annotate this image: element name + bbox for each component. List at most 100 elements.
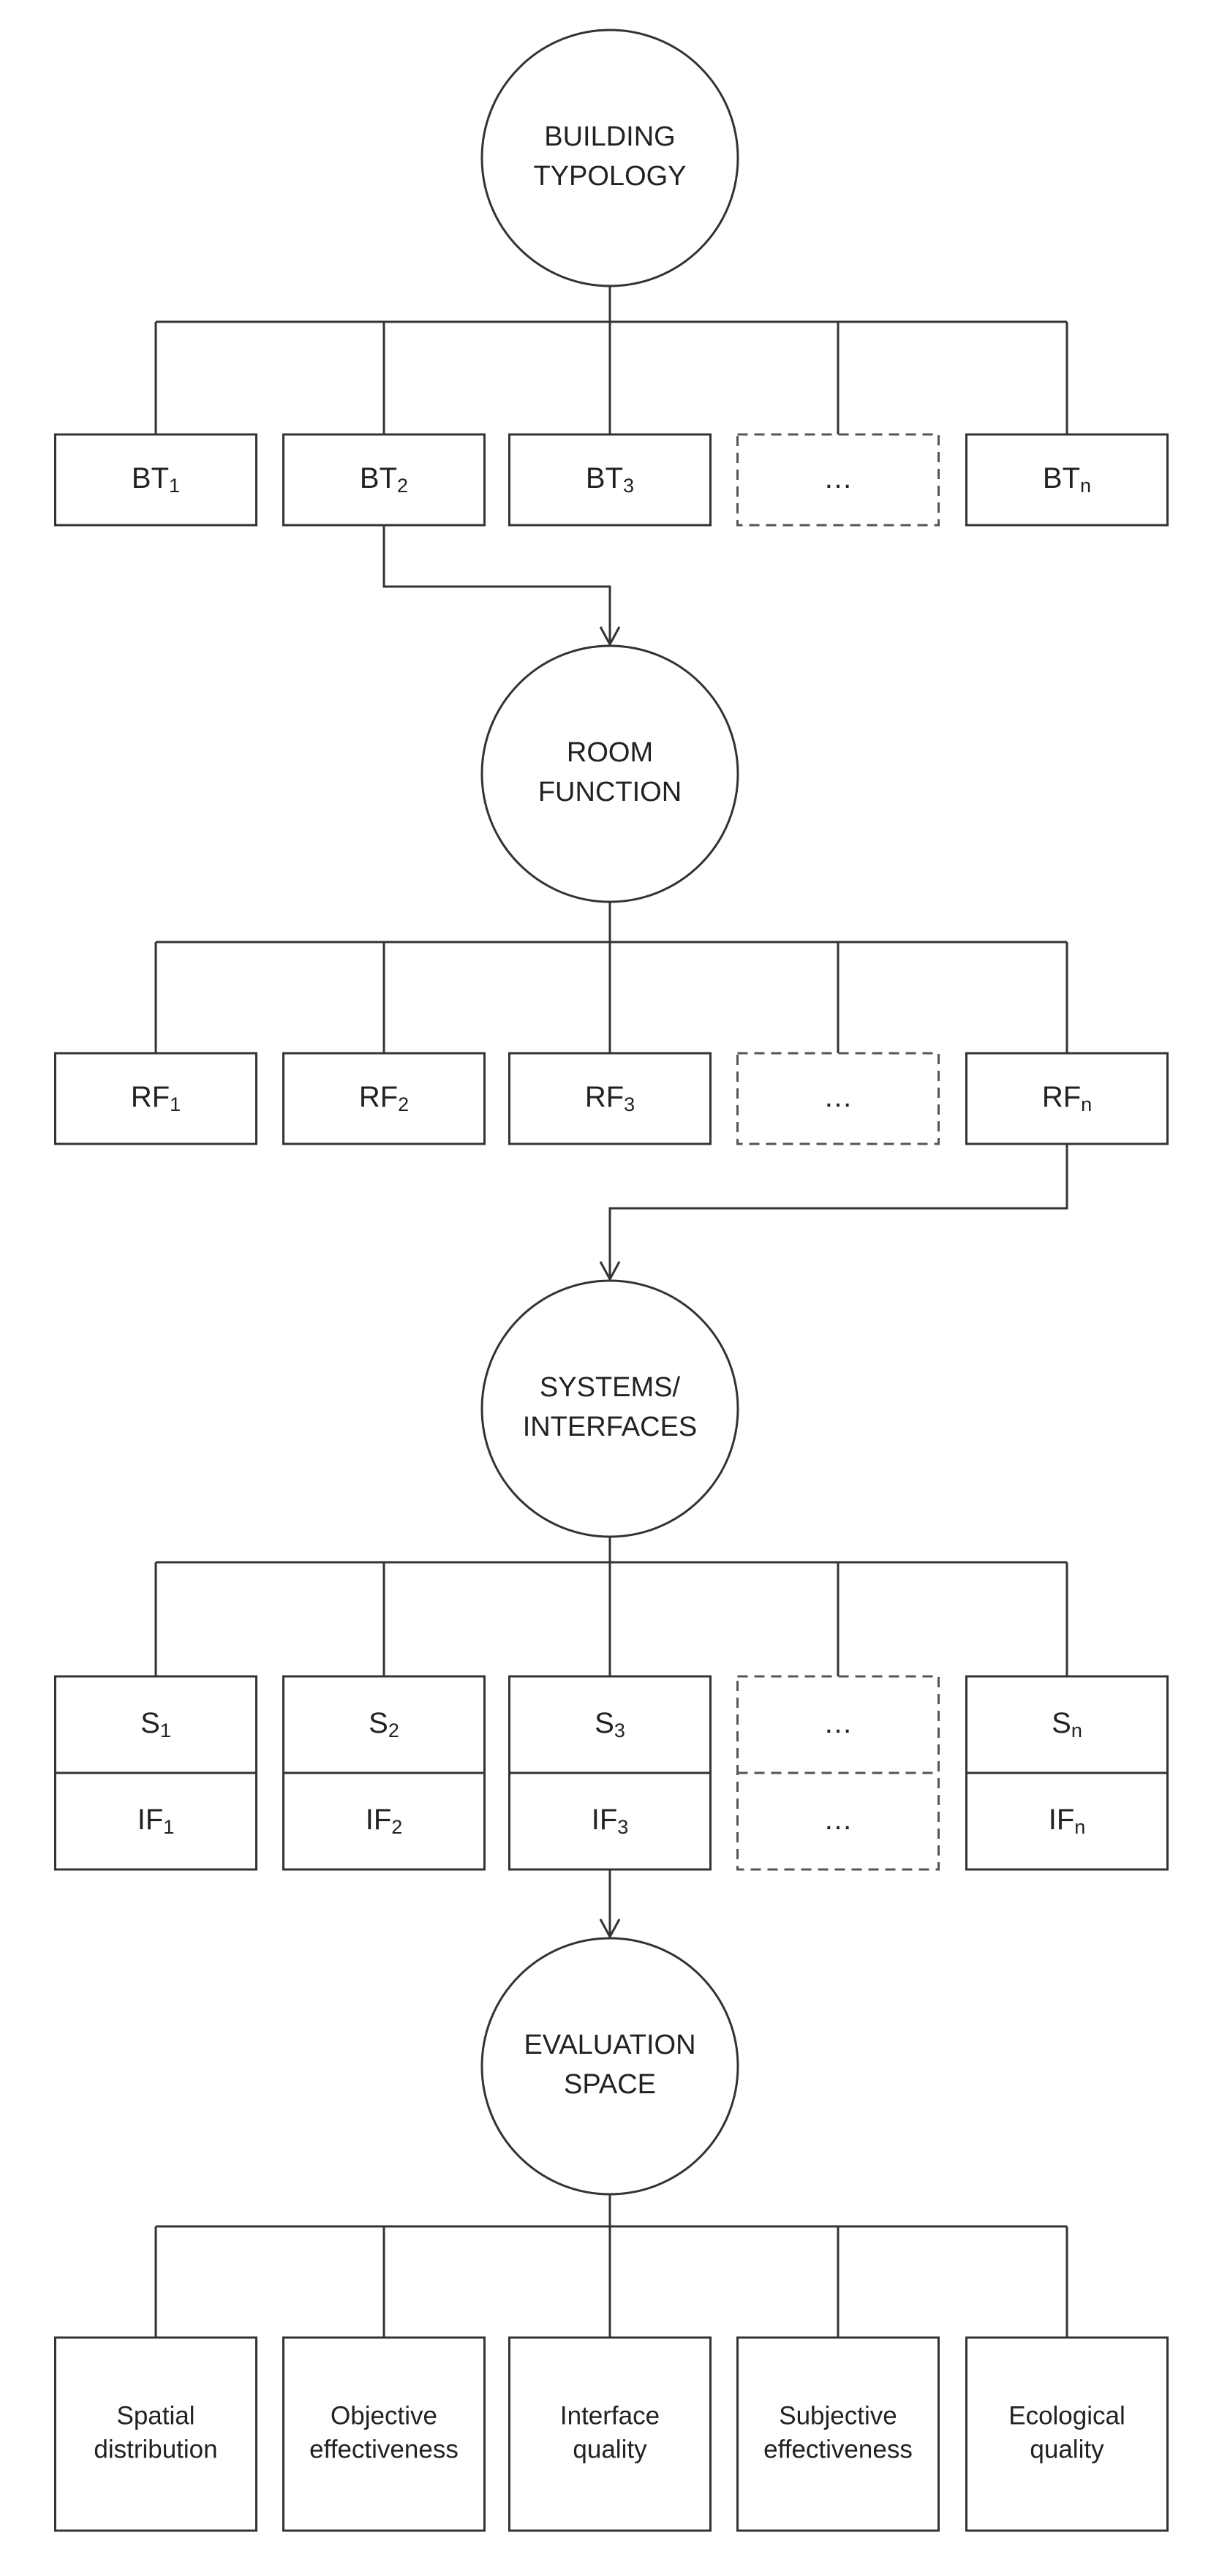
item-label: BTn xyxy=(1043,462,1091,497)
evaluation-label-line: Objective xyxy=(331,2401,437,2430)
interface-label: IF2 xyxy=(366,1804,403,1839)
arrowhead-icon xyxy=(599,626,621,647)
item-label: … xyxy=(823,1081,853,1113)
interface-label-subscript: n xyxy=(1074,1816,1085,1838)
circle-label-line: BUILDING xyxy=(544,121,675,152)
circle-label-line: EVALUATION xyxy=(524,2030,695,2060)
circle-label-line: INTERFACES xyxy=(523,1412,698,1442)
circle-label-line: SYSTEMS/ xyxy=(540,1372,681,1403)
item-label: RF1 xyxy=(131,1081,181,1116)
item-box xyxy=(508,433,712,527)
item-box xyxy=(54,433,257,527)
item-label: RFn xyxy=(1042,1081,1092,1116)
arrowhead-icon xyxy=(599,1918,621,1940)
arrowhead-icon xyxy=(599,1261,621,1282)
system-label-subscript: 1 xyxy=(160,1720,171,1741)
circle-label-line: ROOM xyxy=(567,737,653,768)
interface-label-base: IF xyxy=(366,1804,392,1836)
flow-arrow-line xyxy=(382,525,611,644)
system-label-base: S xyxy=(1052,1707,1071,1739)
item-label-subscript: 3 xyxy=(623,475,634,497)
evaluation-label-line: quality xyxy=(573,2435,647,2463)
flow-arrow-line xyxy=(608,1144,1068,1279)
item-label-base: RF xyxy=(585,1081,624,1113)
evaluation-label-line: effectiveness xyxy=(763,2435,913,2463)
interface-label: IF1 xyxy=(137,1804,175,1839)
system-label: Sn xyxy=(1052,1707,1082,1742)
item-label-base: … xyxy=(823,462,853,494)
system-label-subscript: n xyxy=(1071,1720,1082,1741)
system-label-base: … xyxy=(823,1707,853,1739)
evaluation-label-line: distribution xyxy=(94,2435,217,2463)
circle-label-line: FUNCTION xyxy=(538,777,682,807)
interface-label-subscript: 3 xyxy=(617,1816,628,1838)
item-label-base: BT xyxy=(360,462,397,494)
circle-label-line: TYPOLOGY xyxy=(533,161,686,192)
interface-label-base: IF xyxy=(1049,1804,1075,1836)
item-label-base: … xyxy=(823,1081,853,1113)
category-circle xyxy=(480,644,739,903)
item-label: BT3 xyxy=(586,462,634,497)
item-label-base: BT xyxy=(132,462,169,494)
item-label-base: BT xyxy=(1043,462,1080,494)
item-box xyxy=(282,1052,486,1145)
item-label-subscript: 1 xyxy=(170,1093,181,1115)
item-box xyxy=(508,2336,712,2532)
item-label: … xyxy=(823,462,853,494)
system-label: S1 xyxy=(140,1707,171,1742)
item-box xyxy=(54,2336,257,2532)
item-label-base: RF xyxy=(1042,1081,1081,1113)
evaluation-label-line: quality xyxy=(1030,2435,1104,2463)
category-circle xyxy=(480,1279,739,1538)
item-box xyxy=(282,2336,486,2532)
interface-label-subscript: 2 xyxy=(391,1816,402,1838)
system-label: … xyxy=(823,1707,853,1739)
category-circle xyxy=(480,29,739,287)
item-label-subscript: n xyxy=(1080,475,1091,497)
item-label-subscript: 3 xyxy=(624,1093,635,1115)
evaluation-label-line: Spatial xyxy=(116,2401,195,2430)
evaluation-label-line: Interface xyxy=(560,2401,660,2430)
category-circle xyxy=(480,1937,739,2196)
system-label: S2 xyxy=(369,1707,399,1742)
item-box xyxy=(736,2336,940,2532)
item-label-base: RF xyxy=(131,1081,170,1113)
item-box xyxy=(965,1052,1169,1145)
item-box xyxy=(965,2336,1169,2532)
item-label-subscript: n xyxy=(1081,1093,1092,1115)
item-label-subscript: 2 xyxy=(398,1093,409,1115)
interface-label-base: IF xyxy=(592,1804,618,1836)
system-label-base: S xyxy=(595,1707,614,1739)
item-label-base: BT xyxy=(586,462,623,494)
system-label-base: S xyxy=(369,1707,388,1739)
item-label: RF2 xyxy=(359,1081,409,1116)
item-label: RF3 xyxy=(585,1081,635,1116)
item-label-base: RF xyxy=(359,1081,398,1113)
interface-label-subscript: 1 xyxy=(163,1816,174,1838)
interface-label: IFn xyxy=(1049,1804,1086,1839)
evaluation-label-line: Ecological xyxy=(1008,2401,1125,2430)
evaluation-label-line: effectiveness xyxy=(309,2435,459,2463)
system-label-base: S xyxy=(140,1707,160,1739)
item-label: BT1 xyxy=(132,462,180,497)
interface-label: IF3 xyxy=(592,1804,629,1839)
ellipsis-box xyxy=(736,1052,940,1145)
system-label-subscript: 3 xyxy=(614,1720,625,1741)
interface-label-base: … xyxy=(823,1804,853,1836)
system-label: S3 xyxy=(595,1707,625,1742)
ellipsis-box xyxy=(736,433,940,527)
circle-label-line: SPACE xyxy=(564,2069,656,2100)
interface-label-base: IF xyxy=(137,1804,164,1836)
interface-label: … xyxy=(823,1804,853,1836)
evaluation-label-line: Subjective xyxy=(779,2401,897,2430)
item-box xyxy=(508,1052,712,1145)
item-box xyxy=(282,433,486,527)
item-label-subscript: 1 xyxy=(169,475,180,497)
item-label-subscript: 2 xyxy=(397,475,408,497)
system-label-subscript: 2 xyxy=(388,1720,399,1741)
item-box xyxy=(54,1052,257,1145)
item-label: BT2 xyxy=(360,462,408,497)
item-box xyxy=(965,433,1169,527)
